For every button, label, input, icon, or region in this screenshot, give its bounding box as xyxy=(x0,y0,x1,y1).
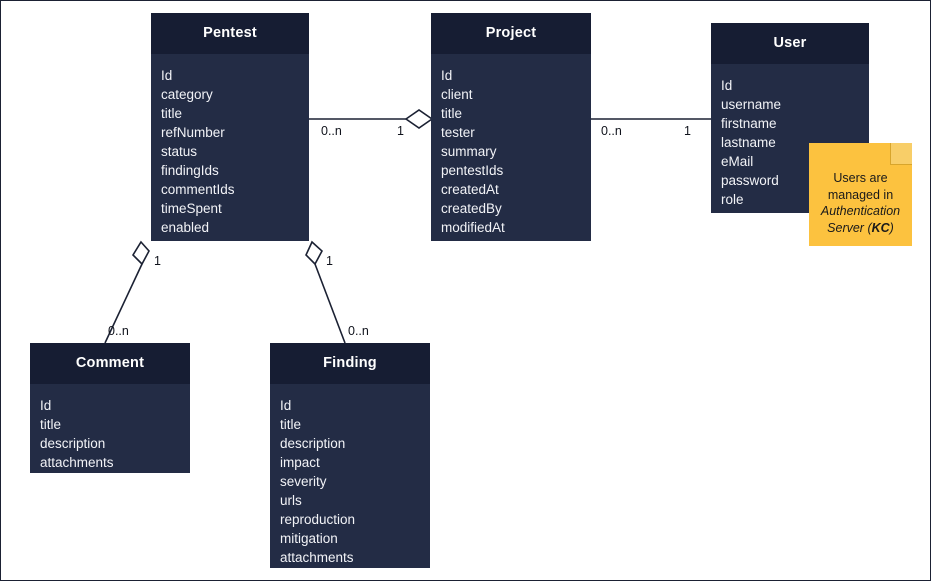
class-title-finding: Finding xyxy=(270,343,430,384)
attribute-row: Id xyxy=(40,397,52,413)
note-text: Users are managed in Authentication Serv… xyxy=(809,170,912,236)
multiplicity-project-user-left: 0..n xyxy=(601,124,622,138)
attribute-row: title xyxy=(40,416,62,432)
attribute-row: Id xyxy=(280,397,292,413)
attribute-row: Id xyxy=(721,77,733,93)
aggregation-diamond-project xyxy=(404,109,434,129)
class-box-project[interactable]: Project Id client title tester summary p… xyxy=(431,13,591,241)
aggregation-diamond-pentest-comment xyxy=(131,240,150,266)
multiplicity-pentest-comment-far: 0..n xyxy=(108,324,129,338)
attribute-row: timeSpent xyxy=(161,200,222,216)
attribute-row: refNumber xyxy=(161,124,225,140)
class-box-pentest[interactable]: Pentest Id category title refNumber stat… xyxy=(151,13,309,241)
class-attributes-project: Id client title tester summary pentestId… xyxy=(431,54,591,251)
attribute-row: password xyxy=(721,172,779,188)
multiplicity-pentest-project-left: 0..n xyxy=(321,124,342,138)
note-line-4-suffix: ) xyxy=(889,220,894,235)
attribute-row: Id xyxy=(441,67,453,83)
note-line-1: Users are xyxy=(833,171,888,185)
attribute-row: findingIds xyxy=(161,162,219,178)
class-attributes-finding: Id title description impact severity url… xyxy=(270,384,430,581)
note-line-3: Authentication xyxy=(820,204,901,218)
attribute-row: attachments xyxy=(40,454,114,470)
multiplicity-pentest-finding-near: 1 xyxy=(326,254,333,268)
edge-pentest-finding xyxy=(314,263,346,344)
attribute-row: description xyxy=(280,435,346,451)
class-title-user: User xyxy=(711,23,869,64)
multiplicity-project-user-right: 1 xyxy=(684,124,691,138)
attribute-row: lastname xyxy=(721,134,776,150)
attribute-row: reproduction xyxy=(280,511,356,527)
attribute-row: modifiedAt xyxy=(441,219,505,235)
note-line-4-prefix: Server ( xyxy=(827,220,872,235)
attribute-row: description xyxy=(40,435,106,451)
note-line-2: managed in xyxy=(827,187,894,202)
attribute-row: category xyxy=(161,86,213,102)
class-attributes-user: Id username firstname lastname eMail pas… xyxy=(711,64,869,223)
attribute-row: username xyxy=(721,96,782,112)
attribute-row: summary xyxy=(441,143,497,159)
attribute-row: firstname xyxy=(721,115,777,131)
attribute-row: client xyxy=(441,86,473,102)
class-title-comment: Comment xyxy=(30,343,190,384)
attribute-row: tester xyxy=(441,124,475,140)
multiplicity-pentest-project-right: 1 xyxy=(397,124,404,138)
attribute-row: title xyxy=(441,105,463,121)
attribute-row: severity xyxy=(280,473,327,489)
class-box-comment[interactable]: Comment Id title description attachments xyxy=(30,343,190,473)
attribute-row: title xyxy=(280,416,302,432)
multiplicity-pentest-comment-near: 1 xyxy=(154,254,161,268)
class-attributes-comment: Id title description attachments xyxy=(30,384,190,486)
class-attributes-pentest: Id category title refNumber status findi… xyxy=(151,54,309,251)
attribute-row: enabled xyxy=(161,219,210,235)
attribute-row: pentestIds xyxy=(441,162,504,178)
attribute-row: Id xyxy=(161,67,173,83)
attribute-row: commentIds xyxy=(161,181,235,197)
attribute-row: urls xyxy=(280,492,302,508)
class-box-finding[interactable]: Finding Id title description impact seve… xyxy=(270,343,430,568)
attribute-row: createdBy xyxy=(441,200,502,216)
attribute-row: impact xyxy=(280,454,320,470)
class-title-pentest: Pentest xyxy=(151,13,309,54)
attribute-row: createdAt xyxy=(441,181,499,197)
note-line-4-bold: KC xyxy=(871,220,890,235)
attribute-row: role xyxy=(721,191,744,207)
attribute-row: title xyxy=(161,105,183,121)
class-title-project: Project xyxy=(431,13,591,54)
note-users-managed[interactable]: Users are managed in Authentication Serv… xyxy=(809,143,912,246)
attribute-row: attachments xyxy=(280,549,354,565)
note-fold-icon xyxy=(890,143,912,165)
attribute-row: mitigation xyxy=(280,530,338,546)
attribute-row: eMail xyxy=(721,153,754,169)
attribute-row: status xyxy=(161,143,198,159)
multiplicity-pentest-finding-far: 0..n xyxy=(348,324,369,338)
